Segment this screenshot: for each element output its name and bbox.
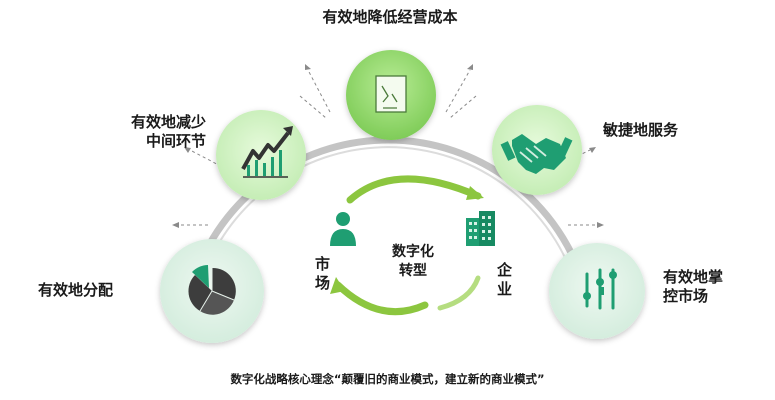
pie-chart-icon (188, 265, 236, 315)
node-label-upper-right: 敏捷地服务 (603, 121, 679, 139)
person-icon (330, 212, 356, 246)
cycle-arrows (330, 175, 484, 316)
node-label-lower-left: 有效地分配 (38, 281, 114, 299)
node-label-upper-left: 有效地减少 中间环节 (130, 113, 206, 150)
document-icon (375, 75, 407, 113)
spoke-arrow-tips (172, 64, 604, 228)
handshake-icon (500, 134, 573, 174)
sliders-icon (583, 268, 617, 310)
node-label-top: 有效地降低经营成本 (322, 8, 458, 26)
node-circle-lower-right (549, 243, 645, 339)
enterprise-label: 企 业 (497, 261, 513, 298)
trend-chart-icon (241, 126, 293, 178)
center-title: 数字化 转型 (392, 244, 434, 279)
outer-arc (184, 136, 592, 301)
node-label-lower-right: 有效地掌 控市场 (663, 268, 724, 305)
caption: 数字化战略核心理念“颠覆旧的商业模式，建立新的商业模式” (230, 372, 545, 386)
buildings-icon (466, 211, 495, 246)
market-label: 市 场 (315, 255, 331, 292)
